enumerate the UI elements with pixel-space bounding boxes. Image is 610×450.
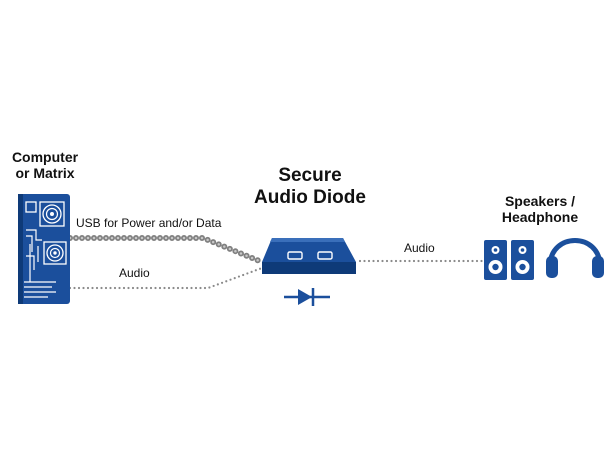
diode-title: Secure Audio Diode (230, 165, 390, 209)
computer-title-line2: or Matrix (15, 165, 75, 182)
computer-title-line1: Computer (11, 149, 79, 165)
diode-symbol-icon (284, 288, 330, 306)
computer-title: Computer or Matrix (0, 149, 90, 181)
speakers-title: Speakers / Headphone (480, 193, 600, 225)
speakers-title-line2: Headphone (501, 209, 579, 226)
speakers-title-line1: Speakers / (504, 193, 576, 209)
diode-device-icon (262, 238, 356, 274)
headphones-icon (546, 238, 604, 278)
speaker-icon (484, 240, 507, 280)
audio-output-label: Audio (404, 241, 435, 255)
diode-title-line1: Secure (278, 165, 342, 186)
usb-cable (67, 235, 265, 265)
audio-input-label: Audio (119, 266, 150, 280)
computer-tower-icon (18, 194, 70, 304)
diode-title-line2: Audio Diode (254, 186, 366, 208)
audio-input-line (68, 266, 264, 290)
usb-label: USB for Power and/or Data (76, 216, 222, 230)
speaker-icon (511, 240, 534, 280)
